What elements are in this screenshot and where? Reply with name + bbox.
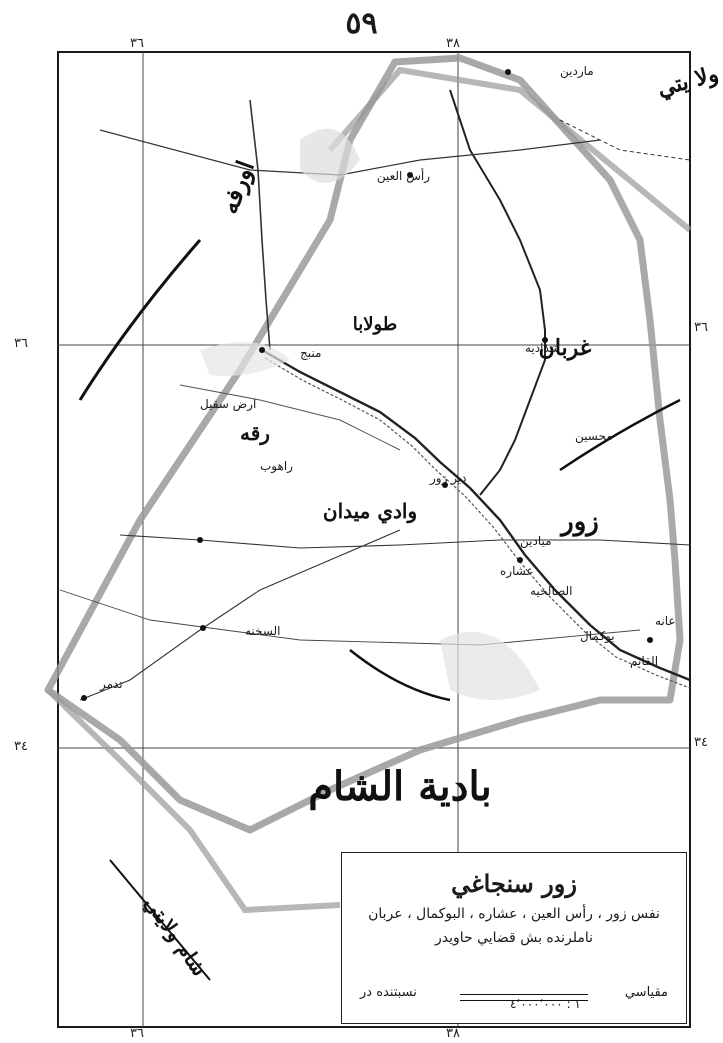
- khabur-river: [449, 89, 546, 496]
- southern-boundary: [45, 687, 341, 914]
- region-label-wadi-meydan: وادي ميدان: [323, 499, 417, 524]
- place-label-deir: دير زور: [429, 471, 467, 486]
- region-label-urfa: اورفه: [214, 157, 261, 218]
- page-number: ٥٩: [345, 6, 378, 41]
- mountain-ridge-2: [349, 649, 451, 702]
- tick-right-36: ٣٦: [694, 320, 708, 335]
- mountain-ridge-3: [559, 398, 681, 472]
- relief-shading-2: [440, 631, 540, 700]
- road-diagonal: [179, 384, 401, 451]
- place-label-raheb: راهوب: [260, 459, 293, 474]
- place-label-bukemal: بوكمال: [580, 629, 615, 644]
- settlement-tadmur: [81, 695, 87, 701]
- map-legend: زور سنجاغي نفس زور ، رأس العين ، عشاره ،…: [341, 852, 687, 1024]
- tick-top-36: ٣٦: [130, 36, 144, 51]
- settlement-ras-al-ain: [407, 172, 413, 178]
- tick-top-38: ٣٨: [446, 36, 460, 51]
- map-frame: [57, 51, 691, 1028]
- scale-bar: مقياسي ١ : ٤٬٠٠٠٬٠٠٠ نسبتنده در: [360, 985, 668, 1011]
- place-label-tadmur: تدمر: [99, 677, 123, 692]
- settlement-bukemal: [647, 637, 653, 643]
- region-label-tawlaba: طولابا: [353, 314, 397, 335]
- road-east-dotted: [559, 119, 691, 161]
- place-label-qaim: القائم: [630, 654, 658, 668]
- relief-shading-3: [200, 342, 290, 376]
- tick-bottom-38: ٣٨: [446, 1026, 460, 1041]
- mountain-ridge-1: [78, 239, 202, 401]
- road-tadmur: [79, 529, 401, 701]
- scale-bar-graphic: [460, 994, 588, 1001]
- mountain-ridge-4: [109, 859, 211, 981]
- place-label-salihiya: الصالحيه: [530, 584, 573, 598]
- euphrates-river-bank: [264, 357, 691, 689]
- legend-title: زور سنجاغي: [451, 869, 577, 898]
- settlement-sukhna: [200, 625, 206, 631]
- place-label-muhsin: محسين: [575, 429, 613, 444]
- settlement-raheb: [197, 537, 203, 543]
- region-label-badiyat-al-sham: بادية الشام: [308, 763, 492, 811]
- road-north: [99, 129, 601, 176]
- scale-label: مقياسي: [624, 985, 668, 1000]
- place-label-ras-al-ain: رأس العين: [377, 168, 430, 184]
- place-label-shaddadi: شداديه: [525, 341, 560, 355]
- tick-left-36: ٣٦: [14, 336, 28, 351]
- place-label-ardh-saqil: ارض سقيل: [200, 397, 256, 412]
- legend-description-line: ناملرنده بش قضايي حاويدر: [434, 930, 594, 946]
- region-label-sham-wilayet: شام ولايتي: [139, 892, 212, 981]
- place-label-ana: عانه: [655, 614, 676, 628]
- region-label-zor: زور: [559, 507, 599, 537]
- place-label-mayadin: ميادين: [520, 534, 552, 549]
- road-southeast: [59, 589, 641, 646]
- settlement-shaddadi: [542, 337, 548, 343]
- settlement-mardin: [505, 69, 511, 75]
- euphrates-river: [261, 348, 691, 682]
- scale-number: ١ : ٤٬٠٠٠٬٠٠٠: [510, 997, 581, 1011]
- place-label-ashara: عشاره: [500, 564, 534, 579]
- balikh-river: [249, 99, 271, 351]
- settlement-manbij: [259, 347, 265, 353]
- region-label-rakka: رقه: [240, 421, 270, 446]
- northeast-boundary: [327, 66, 692, 233]
- legend-districts-line: نفس زور ، رأس العين ، عشاره ، البوكمال ،…: [368, 906, 660, 922]
- scale-unit: نسبتنده در: [360, 985, 417, 1000]
- region-label-ghurban: غربان: [539, 335, 592, 361]
- road-desert: [119, 534, 691, 549]
- relief-shading-1: [300, 128, 360, 183]
- place-label-mardin: ماردين: [560, 64, 594, 79]
- settlement-ashara: [517, 557, 523, 563]
- tick-right-34: ٣٤: [694, 735, 708, 750]
- place-label-sukhna: السخنه: [245, 624, 281, 638]
- tick-bottom-36: ٣٦: [130, 1026, 144, 1041]
- tick-left-34: ٣٤: [14, 739, 28, 754]
- settlement-deir: [442, 482, 448, 488]
- place-label-manbij: منبج: [300, 346, 321, 360]
